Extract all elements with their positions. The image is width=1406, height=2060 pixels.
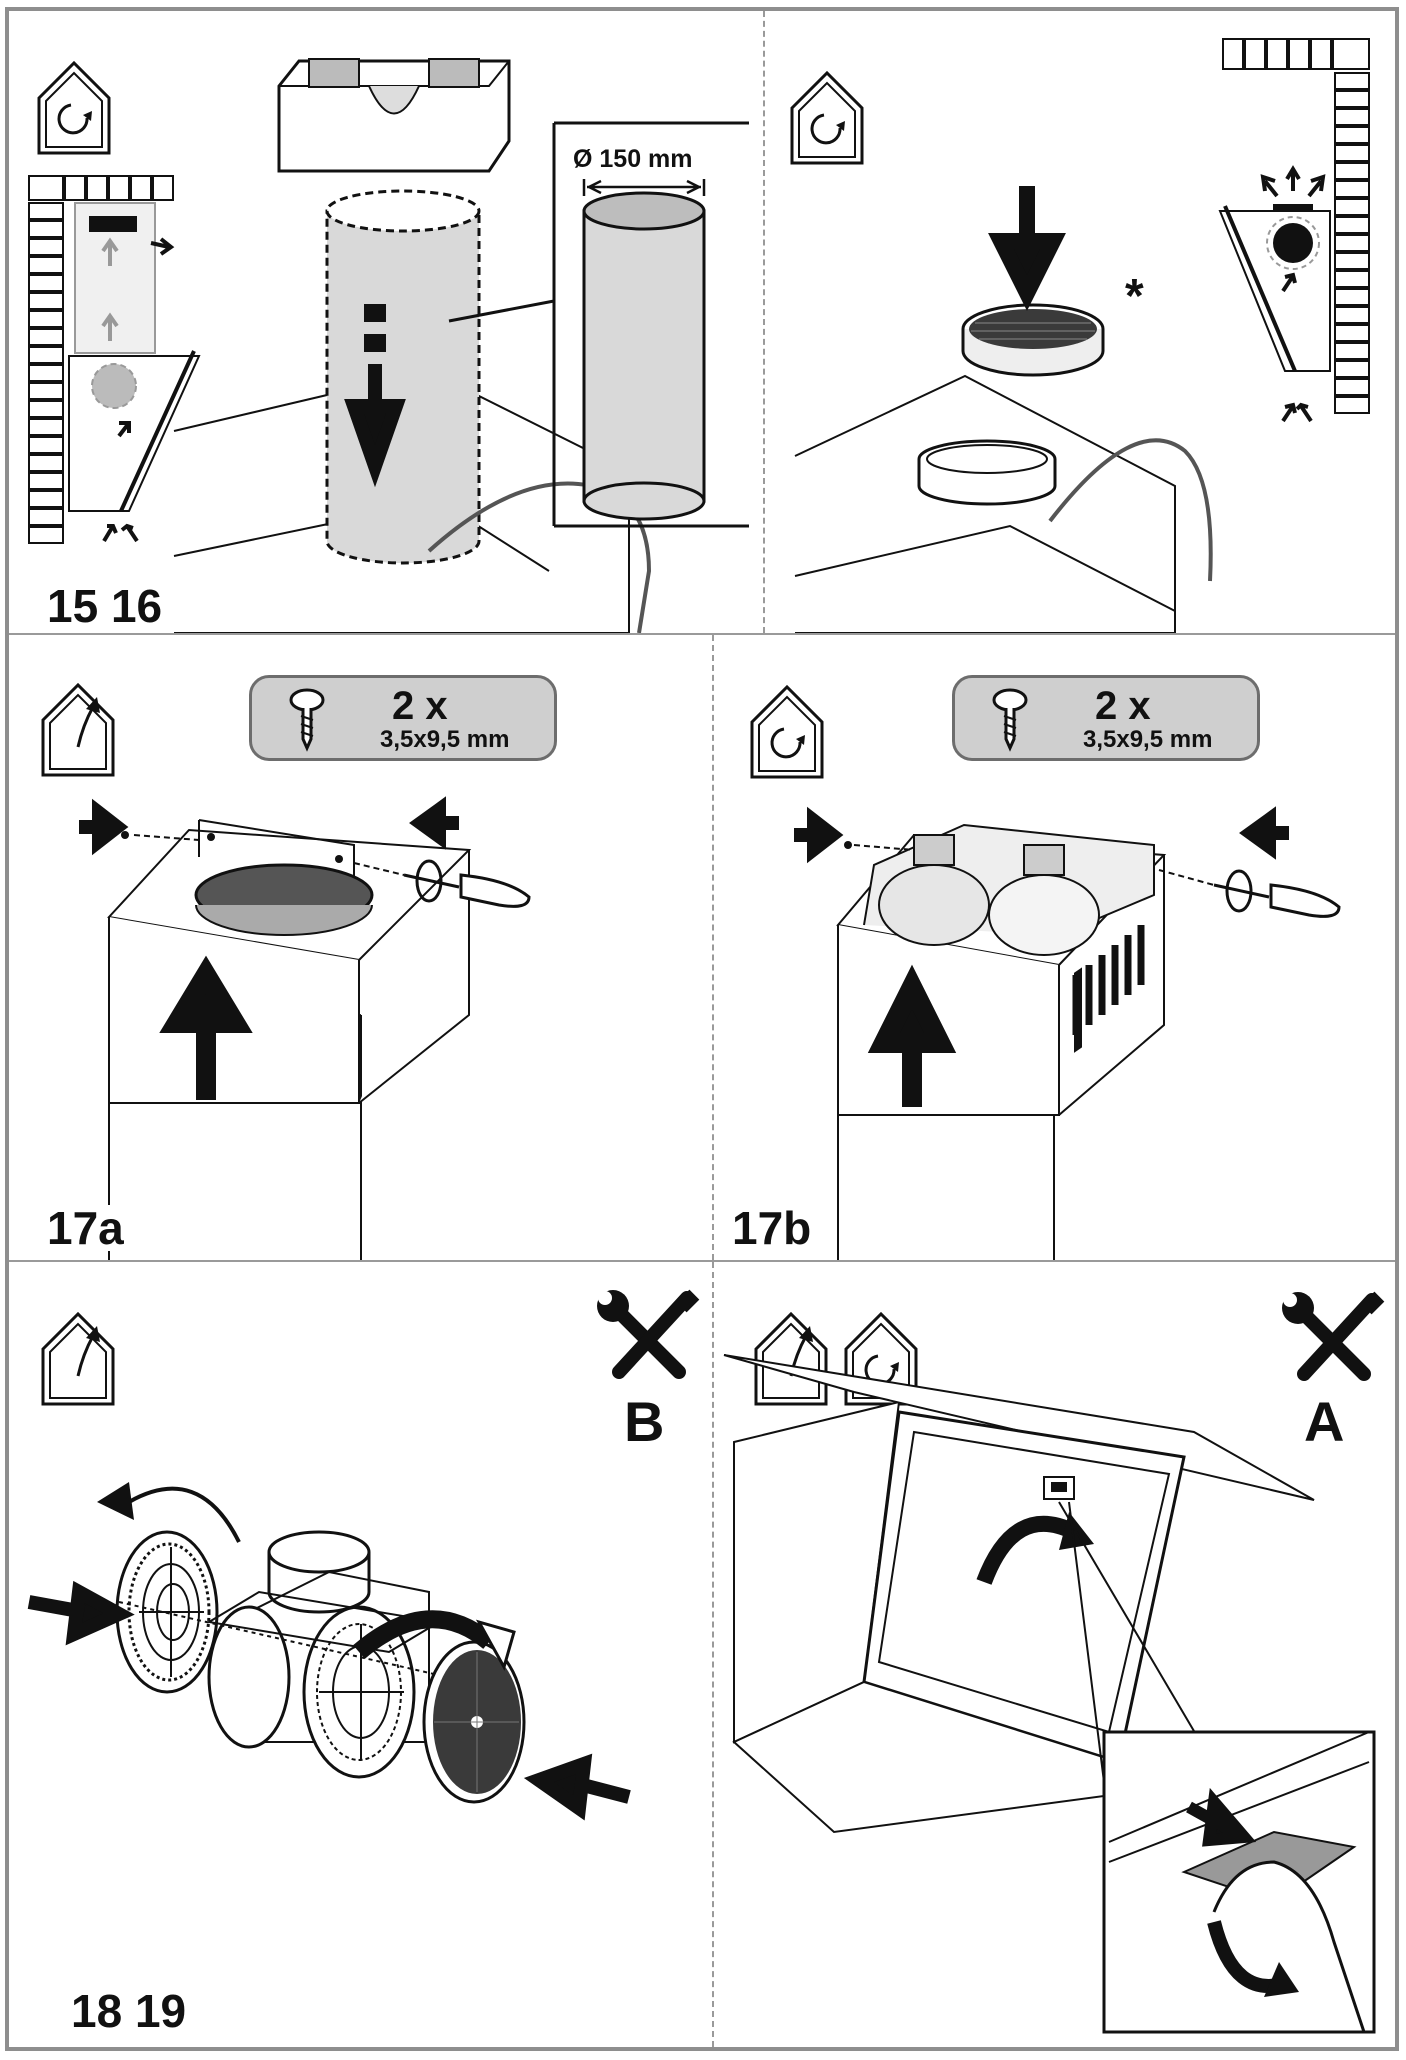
illustration-step-17b bbox=[750, 684, 1341, 1260]
screw-spec-badge-17a: 2 x 3,5x9,5 mm bbox=[249, 675, 557, 761]
duct-diameter-label: Ø 150 mm bbox=[573, 145, 693, 173]
screw-icon bbox=[992, 688, 1028, 752]
extraction-house-icon bbox=[41, 682, 115, 777]
illustration-step-19 bbox=[723, 1291, 1385, 2034]
optional-part-mark: * bbox=[1125, 270, 1144, 323]
brick-wall bbox=[28, 175, 174, 544]
step-number-15-16: 15 16 bbox=[45, 583, 169, 629]
tools-icon bbox=[1282, 1291, 1385, 1381]
brick-wall bbox=[1222, 38, 1370, 414]
panel-step-17b: 2 x 3,5x9,5 mm 17b bbox=[714, 635, 1395, 1260]
panel-step-17a: 2 x 3,5x9,5 mm 17a bbox=[9, 635, 712, 1260]
recirculation-house-icon bbox=[750, 684, 824, 779]
tools-icon bbox=[597, 1289, 700, 1379]
illustration-step-17a bbox=[41, 682, 531, 1260]
screw-spec-badge-17b: 2 x 3,5x9,5 mm bbox=[952, 675, 1260, 761]
divider-vertical-bottom bbox=[712, 1262, 714, 2047]
screw-size: 3,5x9,5 mm bbox=[1083, 726, 1213, 753]
step-number-18-19: 18 19 bbox=[69, 1988, 193, 2034]
extraction-house-icon bbox=[41, 1311, 115, 1406]
panel-step-18-19: B 18 19 bbox=[9, 1262, 712, 2047]
panel-step-19-grease-filter: A bbox=[714, 1262, 1395, 2047]
divider-horizontal-2 bbox=[9, 1260, 1395, 1262]
step-number-17a: 17a bbox=[45, 1205, 130, 1251]
panel-step-15-16: Ø 150 mm 15 16 bbox=[9, 11, 763, 633]
screw-quantity: 2 x bbox=[1095, 684, 1151, 728]
illustration-step-18-19 bbox=[27, 1289, 700, 1821]
tool-set-letter-a: A bbox=[1304, 1390, 1345, 1453]
divider-horizontal-1 bbox=[9, 633, 1395, 635]
divider-vertical-middle bbox=[712, 635, 714, 1260]
divider-vertical-top bbox=[763, 11, 765, 633]
screw-icon bbox=[289, 688, 325, 752]
tool-set-letter-b: B bbox=[624, 1390, 665, 1453]
recirculation-house-icon bbox=[790, 70, 864, 165]
illustration-step-15-16 bbox=[28, 58, 749, 633]
panel-step-16-filter: * bbox=[765, 11, 1395, 633]
screw-size: 3,5x9,5 mm bbox=[380, 726, 510, 753]
manual-page-frame bbox=[5, 7, 1399, 2051]
step-number-17b: 17b bbox=[730, 1205, 818, 1251]
illustration-step-16 bbox=[790, 38, 1370, 633]
recirculation-house-icon bbox=[37, 60, 111, 155]
extraction-house-icon bbox=[754, 1311, 828, 1406]
screw-quantity: 2 x bbox=[392, 684, 448, 728]
